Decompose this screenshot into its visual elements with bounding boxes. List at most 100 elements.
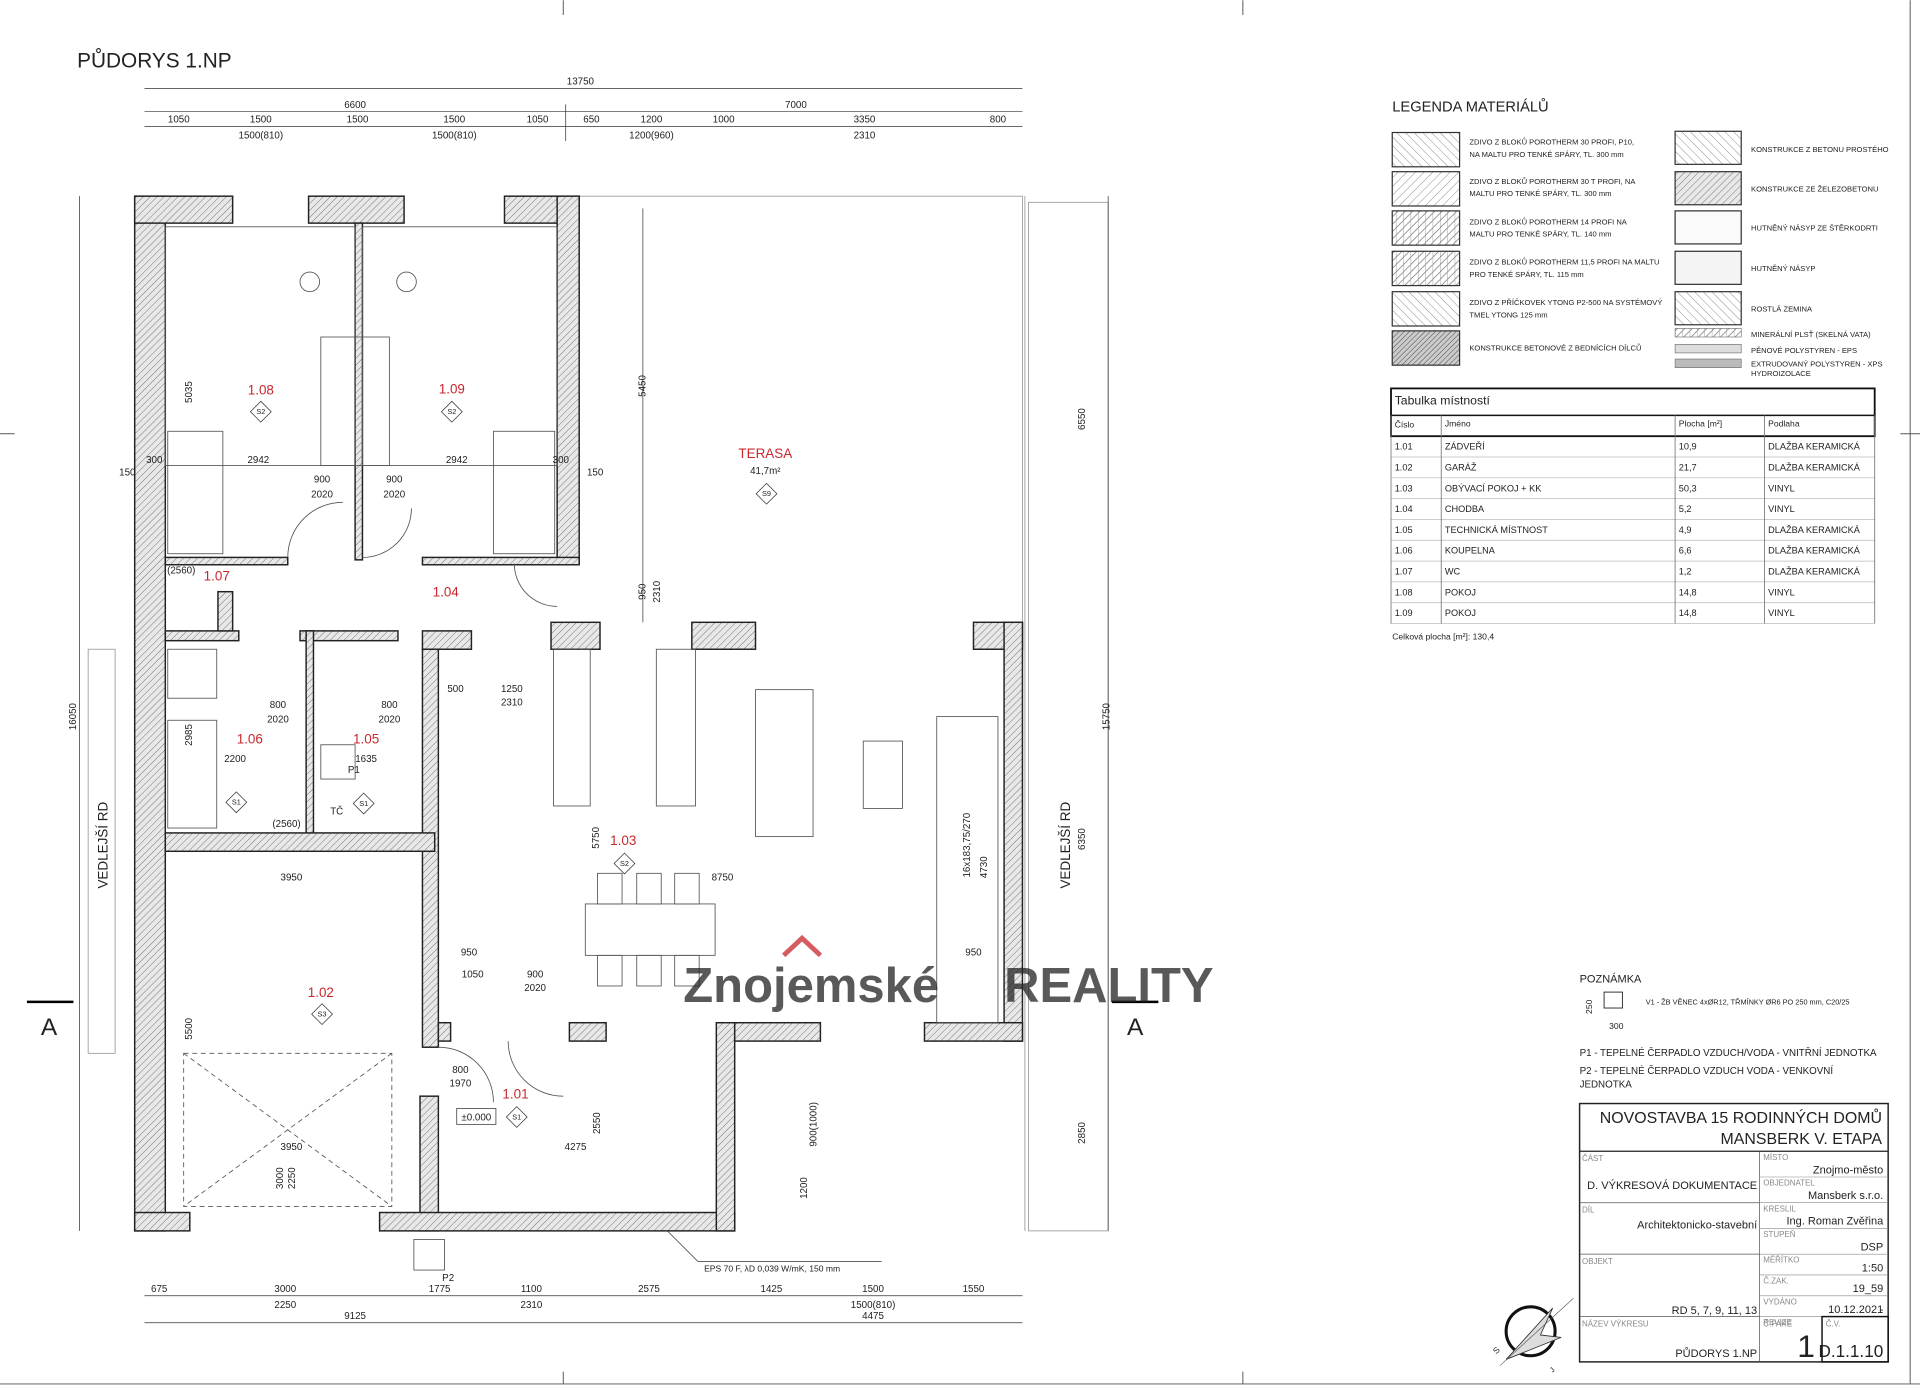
section-marker-left: A — [26, 1000, 74, 1041]
surface-tag: S2 — [620, 859, 629, 868]
dim-label: 300 — [1609, 1021, 1624, 1031]
table-cell: OBÝVACÍ POKOJ + KK — [1445, 483, 1542, 493]
dim-label: 900 — [386, 475, 403, 486]
table-header: Plocha [m²] — [1679, 418, 1722, 428]
title-block: NOVOSTAVBA 15 RODINNÝCH DOMŮ MANSBERK V.… — [1578, 1102, 1889, 1364]
dim-label: 6350 — [1077, 828, 1088, 850]
legend-title: LEGENDA MATERIÁLŮ — [1392, 98, 1548, 116]
neighbor-outlines — [87, 195, 1109, 1232]
dim-label: 16050 — [68, 702, 79, 730]
drawing-title: PŮDORYS 1.NP — [77, 49, 231, 73]
field-label: OBJEKT — [1582, 1257, 1613, 1266]
dim-label: 650 — [583, 115, 600, 126]
table-cell: 21,7 — [1679, 462, 1697, 472]
dim-label: 5450 — [637, 375, 648, 397]
compass-letter: S — [1491, 1345, 1502, 1356]
interior-dimensions: 2942 2942 900 2020 900 2020 5035 5450 95… — [119, 375, 990, 1199]
table-cell: 1.02 — [1395, 462, 1413, 472]
dim-label: 1425 — [761, 1284, 783, 1295]
floor-level: ±0.000 — [461, 1113, 491, 1124]
table-cell: 6,6 — [1679, 546, 1692, 556]
dim-label: (2560) — [272, 819, 300, 830]
dim-label: 1500 — [347, 115, 369, 126]
dim-label: 1200 — [641, 115, 663, 126]
terrace-label: TERASA — [738, 446, 792, 461]
room-number: 1.03 — [610, 833, 636, 848]
project-title: NOVOSTAVBA 15 RODINNÝCH DOMŮ — [1600, 1108, 1882, 1127]
legend-text: ZDIVO Z BLOKŮ POROTHERM 14 PROFI NA — [1469, 217, 1627, 226]
drawing-number: D.1.1.10 — [1819, 1341, 1884, 1361]
room-number: 1.05 — [353, 732, 379, 747]
dim-label: 1500(810) — [851, 1300, 896, 1311]
dim-label: 3000 — [275, 1167, 286, 1189]
dim-label: 1050 — [527, 115, 549, 126]
table-cell: POKOJ — [1445, 587, 1476, 597]
field-value: 10.12.2021 — [1828, 1304, 1883, 1316]
surface-tag: S2 — [256, 407, 265, 416]
terrace-area: 41,7m² — [750, 466, 781, 477]
north-arrow-icon: S J — [1491, 1297, 1574, 1374]
side-dimensions: 16050 6550 15750 6350 2850 — [68, 196, 1112, 1231]
dim-label: 1100 — [521, 1284, 543, 1295]
insulation-note: EPS 70 F, λD 0,039 W/mK, 150 mm — [704, 1263, 840, 1273]
dim-label: 5750 — [591, 826, 602, 848]
dim-label: 500 — [447, 684, 464, 695]
dim-label: 2550 — [592, 1112, 603, 1134]
dim-label: 8750 — [712, 873, 734, 884]
field-label: Č.PARÉ — [1763, 1319, 1792, 1328]
legend-text: KONSTRUKCE BETONOVÉ Z BEDNÍCÍCH DÍLCŮ — [1469, 343, 1641, 352]
surface-tag: S2 — [447, 407, 456, 416]
legend-text: EXTRUDOVANÝ POLYSTYREN - XPS — [1751, 359, 1883, 368]
dim-label: 5500 — [184, 1017, 195, 1039]
field-label: REVIZE — [1763, 1318, 1792, 1327]
dim-label: 1550 — [963, 1284, 985, 1295]
note: POZNÁMKA 250 300 V1 - ŽB VĚNEC 4xØR12, T… — [1580, 972, 1877, 1090]
surface-tag: S1 — [359, 799, 368, 808]
table-cell: POKOJ — [1445, 608, 1476, 618]
field-value: Ing. Roman Zvěřina — [1787, 1216, 1885, 1228]
dim-label: 3350 — [854, 115, 876, 126]
legend-text: NA MALTU PRO TENKÉ SPÁRY, TL. 300 mm — [1469, 150, 1623, 159]
table-cell: WC — [1445, 567, 1461, 577]
dim-label: 900 — [314, 475, 331, 486]
table-cell: DLAŽBA KERAMICKÁ — [1768, 546, 1861, 556]
field-label: ČÁST — [1582, 1154, 1603, 1163]
section-marker-right: A — [1111, 1000, 1159, 1041]
field-label: MĚŘÍTKO — [1763, 1256, 1799, 1265]
legend-text: ZDIVO Z BLOKŮ POROTHERM 30 PROFI, P10, — [1469, 138, 1634, 147]
dim-label: 900(1000) — [809, 1102, 820, 1147]
dim-label: 2942 — [446, 455, 468, 466]
table-cell: TECHNICKÁ MÍSTNOST — [1445, 525, 1548, 535]
surface-tag: S1 — [232, 798, 241, 807]
legend-text: MALTU PRO TENKÉ SPÁRY, TL. 300 mm — [1469, 189, 1611, 198]
dim-label: 2020 — [267, 715, 289, 726]
field-label: NÁZEV VÝKRESU — [1582, 1319, 1649, 1328]
dim-label: (2560) — [167, 565, 195, 576]
dim-label: 2250 — [274, 1300, 296, 1311]
table-total: Celková plocha [m²]: 130,4 — [1392, 631, 1494, 641]
dim-label: 675 — [151, 1284, 168, 1295]
dim-label: 950 — [965, 947, 982, 958]
dim-label: 900 — [527, 969, 544, 980]
dim-label: 950 — [461, 947, 478, 958]
legend-text: HYDROIZOLACE — [1751, 369, 1811, 378]
dim-label: 15750 — [1101, 702, 1112, 730]
bottom-dimensions: 675 3000 1775 1100 2575 1425 1500 1550 2… — [144, 1284, 1023, 1324]
dim-label: 3950 — [281, 1142, 303, 1153]
field-value: Mansberk s.r.o. — [1808, 1190, 1883, 1202]
dim-label: 1775 — [429, 1284, 451, 1295]
table-cell: 1.09 — [1395, 608, 1413, 618]
copy-number: 1 — [1797, 1328, 1815, 1364]
field-label: Č.ZAK. — [1763, 1277, 1789, 1286]
field-value: - — [1880, 1304, 1884, 1316]
field-value: RD 5, 7, 9, 11, 13 — [1672, 1305, 1758, 1317]
dim-label: 1050 — [462, 969, 484, 980]
field-value: 1:50 — [1862, 1262, 1883, 1274]
note-text: P2 - TEPELNÉ ČERPADLO VZDUCH VODA - VENK… — [1580, 1066, 1834, 1077]
room-number: 1.09 — [439, 381, 465, 396]
dim-label: 1200(960) — [629, 131, 674, 142]
dim-label: 2310 — [501, 698, 523, 709]
dim-label: 950 — [637, 583, 648, 600]
dim-label: 1635 — [355, 754, 377, 765]
